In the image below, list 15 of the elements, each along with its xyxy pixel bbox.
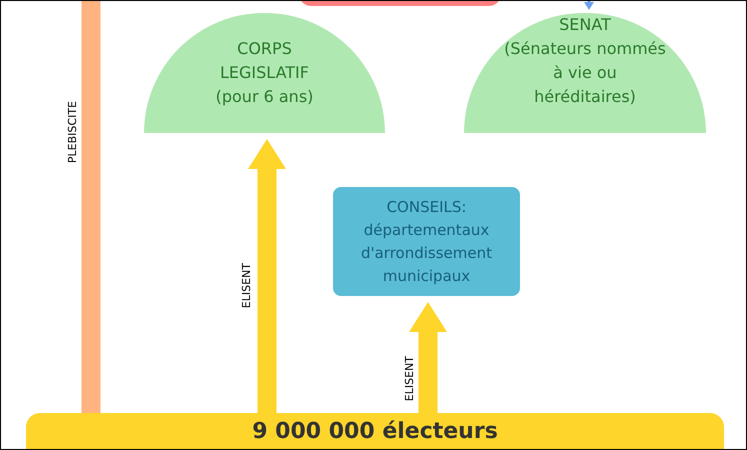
node-text: (Sénateurs nommés à vie ou héréditaires): [503, 38, 667, 108]
node-text: départementaux d'arrondissement municipaux: [360, 220, 494, 286]
edge-label: PLEBISCITE: [67, 101, 78, 164]
arrow: [409, 302, 447, 413]
node-title: 9 000 000 électeurs: [252, 418, 498, 446]
edge-label: ELISENT: [404, 356, 415, 402]
arrow: [584, 1, 594, 10]
node-title: CONSEILS:: [386, 196, 468, 218]
node-title: SENAT: [558, 14, 612, 36]
electorate-band: [26, 413, 724, 449]
council-box: [333, 187, 520, 296]
node-text: (pour 6 ans): [214, 86, 314, 108]
edge-label: ELISENT: [241, 263, 252, 308]
arrow: [248, 139, 286, 413]
node-title: CORPS LEGISLATIF: [219, 38, 310, 84]
